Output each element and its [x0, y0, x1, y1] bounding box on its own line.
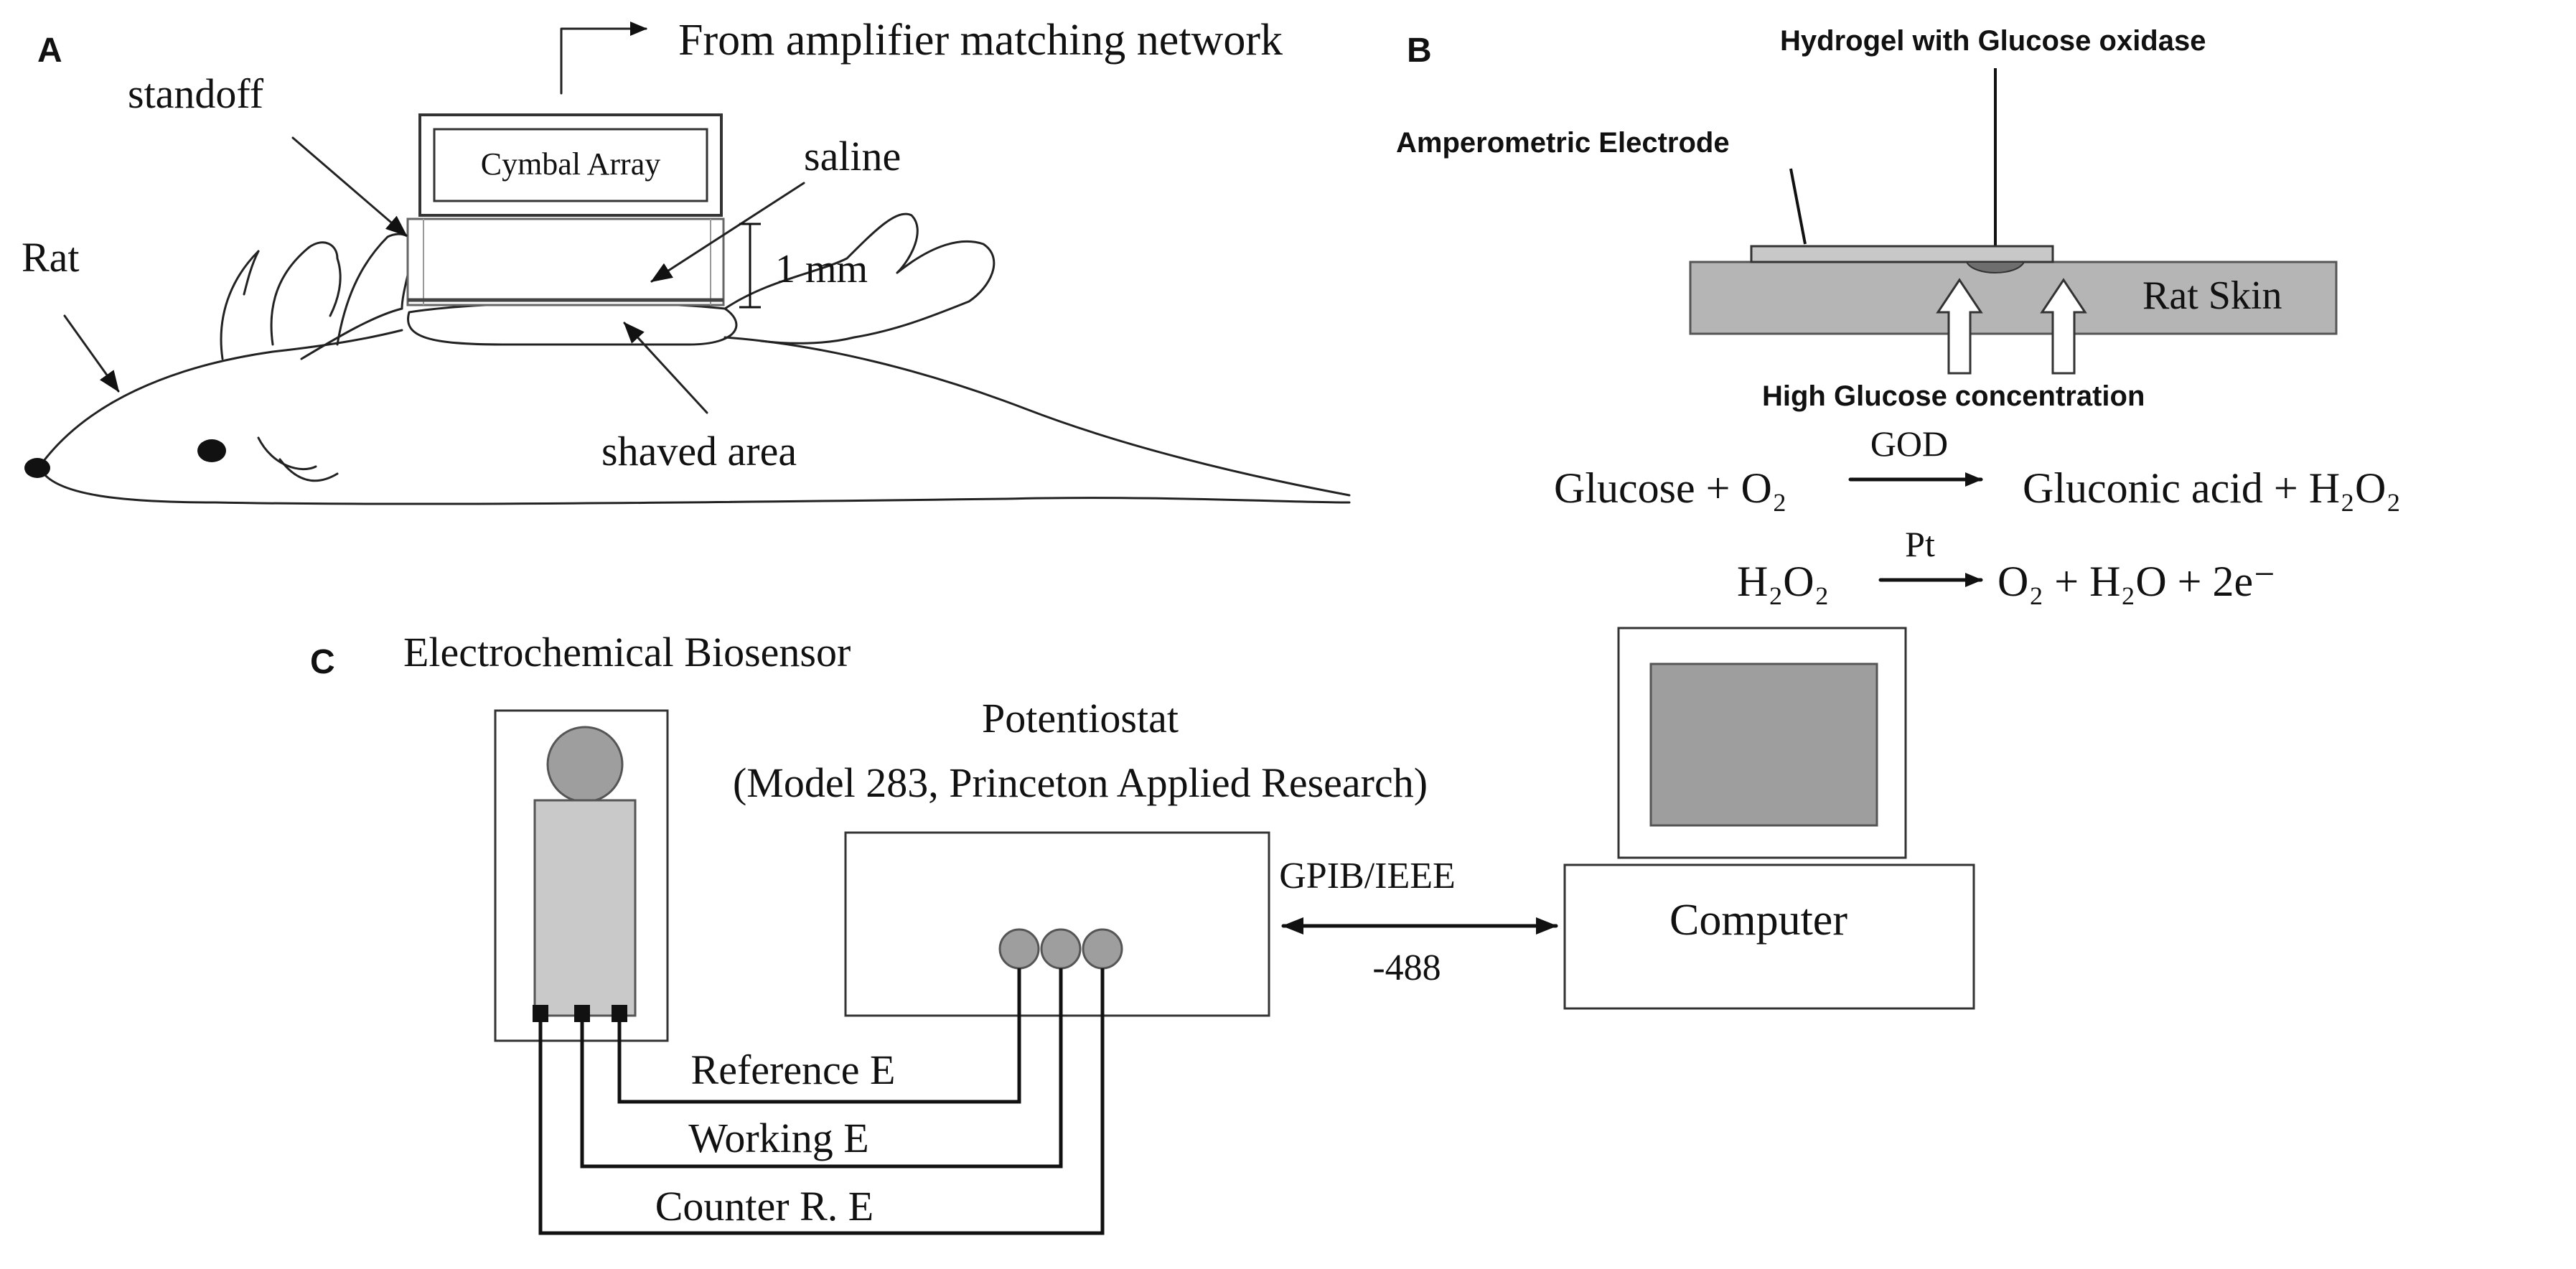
amplifier-feed-arrow: [560, 22, 647, 95]
wire-counter: [538, 968, 1105, 1235]
rat-skin-label: Rat Skin: [2142, 273, 2282, 318]
bus-label-bottom: -488: [1372, 947, 1441, 988]
shaved-area-arrow: [623, 322, 708, 414]
potentiostat-model: (Model 283, Princeton Applied Research): [733, 759, 1428, 806]
amperometric-electrode: [1750, 245, 2054, 263]
terminal-counter: [533, 1005, 548, 1022]
panel-b-letter: B: [1407, 32, 1432, 70]
biosensor-strip: [533, 799, 637, 1017]
glucose-label: High Glucose concentration: [1762, 380, 2145, 412]
biosensor-disc: [546, 726, 624, 803]
monitor-screen: [1649, 662, 1878, 827]
amplifier-label: From amplifier matching network: [678, 16, 1283, 65]
potentiostat-box: [844, 831, 1270, 1017]
panel-c-letter: C: [310, 643, 335, 681]
wire-working: [580, 968, 1063, 1169]
shaved-area-label: shaved area: [601, 428, 797, 474]
reaction1-catalyst: GOD: [1870, 423, 1948, 464]
saline-arrow: [650, 182, 805, 283]
standoff-saline-column: [406, 217, 725, 306]
reaction1-reactants: Glucose + O₂: [1554, 464, 1787, 512]
glucose-flux-arrow-left: [1936, 278, 1983, 375]
reaction2-products: O₂ + H₂O + 2e⁻: [1997, 558, 2276, 605]
standoff-arrow: [291, 136, 408, 237]
computer-label: Computer: [1669, 896, 1847, 945]
panel-b: B Hydrogel with Glucose oxidase Amperome…: [1396, 25, 2401, 605]
panel-a: A From amplifier matching network: [22, 16, 1351, 505]
panel-c: C Electrochemical Biosensor Potentiostat…: [310, 627, 1975, 1235]
terminal-working: [574, 1005, 590, 1022]
cymbal-array-label: Cymbal Array: [481, 146, 661, 182]
reaction2-catalyst: Pt: [1905, 524, 1935, 564]
port-counter: [1082, 928, 1123, 970]
reaction1-products: Gluconic acid + H₂O₂: [2023, 464, 2401, 512]
glucose-flux-arrow-right: [2040, 278, 2087, 375]
rat-label: Rat: [22, 234, 80, 281]
terminal-reference: [612, 1005, 627, 1022]
panel-a-letter: A: [37, 32, 62, 70]
biosensor-label: Electrochemical Biosensor: [403, 629, 851, 675]
rat-outline: [24, 212, 1351, 505]
wire-counter-label: Counter R. E: [655, 1183, 874, 1230]
rat-arrow: [63, 314, 120, 393]
hydrogel-label: Hydrogel with Glucose oxidase: [1780, 25, 2206, 57]
electrode-label: Amperometric Electrode: [1396, 127, 1730, 159]
shaved-area: [407, 301, 738, 346]
computer-base: [1563, 863, 1975, 1010]
port-reference: [998, 928, 1040, 970]
wire-working-label: Working E: [688, 1115, 868, 1161]
gap-label: 1 mm: [775, 247, 868, 291]
saline-label: saline: [804, 133, 901, 179]
hydrogel-drop: [1965, 261, 2025, 273]
port-working: [1040, 928, 1082, 970]
wire-reference-label: Reference E: [691, 1046, 896, 1093]
wire-reference: [617, 968, 1021, 1104]
electrode-pointer: [1789, 168, 1807, 245]
standoff-label: standoff: [128, 70, 264, 117]
reaction2-reactants: H₂O₂: [1737, 558, 1830, 605]
bus-label-top: GPIB/IEEE: [1279, 856, 1456, 896]
potentiostat-title: Potentiostat: [982, 695, 1179, 741]
